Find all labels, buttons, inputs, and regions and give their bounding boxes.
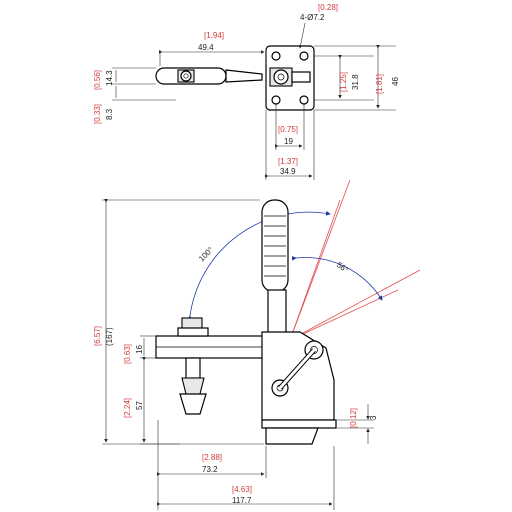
dim-spindle-h-mm: 16: [135, 345, 144, 354]
side-body: [261, 331, 335, 421]
hole-spec-mm: 4-Ø7.2: [300, 13, 325, 22]
dim-base-h-mm: 31.8: [351, 74, 360, 90]
dim-total-h-mm: (167): [105, 327, 114, 346]
angle-56: 56°: [335, 260, 350, 274]
dim-reach-mm: 73.2: [202, 465, 218, 474]
dim-hole-spacing-in: [0.75]: [278, 125, 298, 134]
dim-spindle-base-in: [2.24]: [123, 398, 132, 418]
side-spindle-tip: [179, 393, 207, 415]
dim-base-w-in: [1.37]: [278, 157, 298, 166]
dim-offset-mm: 8.3: [105, 108, 114, 120]
angle-line-3: [289, 269, 421, 341]
top-hole-2: [299, 51, 309, 61]
dim-total-h-in: [6.57]: [93, 326, 102, 346]
side-base-plate: [261, 419, 337, 429]
dim-reach-in: [2.88]: [202, 453, 222, 462]
side-view: 100° 56°: [93, 179, 421, 510]
arc-56: [291, 256, 383, 301]
arc-100: [187, 210, 331, 321]
top-hole-1: [271, 51, 281, 61]
dim-spindle-h-in: [0.63]: [123, 344, 132, 364]
dim-offset-in: [0.33]: [93, 104, 102, 124]
dim-base-w-mm: 34.9: [280, 167, 296, 176]
dim-spindle-base-mm: 57: [135, 401, 144, 410]
dim-width-handle-in: [1.94]: [204, 31, 224, 40]
dim-hole-spacing-mm: 19: [284, 137, 293, 146]
dim-base-total-mm: 46: [391, 77, 400, 86]
hole-spec-in: [0.28]: [318, 3, 338, 12]
dim-base-thk-in: [0.12]: [349, 408, 358, 428]
dim-bar-height-mm: 14.3: [105, 70, 114, 86]
top-arm: [225, 69, 263, 83]
dim-base-total-in: [1.81]: [375, 74, 384, 94]
top-hole-3: [271, 95, 281, 105]
side-base-foot: [265, 427, 319, 445]
dim-bar-height-in: [0.56]: [93, 70, 102, 90]
top-spindle-circle: [180, 70, 192, 82]
side-spindle-nut: [181, 377, 205, 395]
dim-base-h-in: [1.25]: [339, 72, 348, 92]
dim-width-handle-mm: 49.4: [198, 43, 214, 52]
side-spindle-rod: [185, 357, 201, 379]
top-hole-4: [299, 95, 309, 105]
top-pivot: [273, 69, 289, 85]
dim-overall-len-mm: 117.7: [232, 496, 252, 505]
dim-overall-len-in: [4.63]: [232, 485, 252, 494]
top-view: [1.94] 49.4 [0.28] 4-Ø7.2 [0.56] 14.3 [0…: [93, 3, 400, 180]
dim-base-thk-mm: 3: [369, 415, 378, 420]
